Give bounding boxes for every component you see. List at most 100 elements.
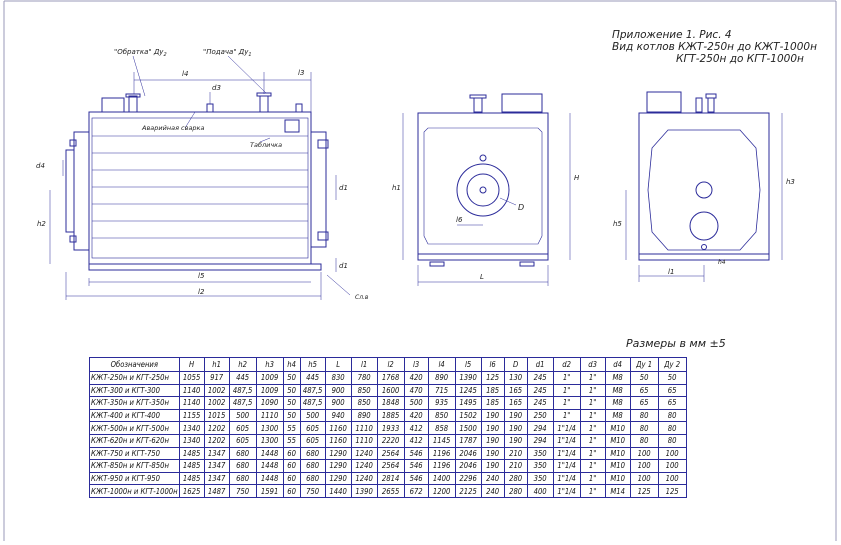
spec-cell: 60 [282,446,301,461]
spec-cell: 1" [579,421,606,435]
spec-header-cell: L [324,357,352,372]
side-view [49,55,351,300]
spec-cell: 100 [629,446,659,461]
spec-cell: 2046 [454,446,482,461]
spec-cell: 2564 [376,446,405,461]
spec-cell: 890 [350,408,378,423]
spec-cell: 680 [299,471,326,486]
spec-cell: 935 [427,396,456,410]
spec-cell: 1" [579,471,606,486]
spec-cell: КЖТ-620н и КГТ-620н [89,433,180,448]
spec-cell: 1090 [255,396,284,410]
spec-header-cell: Обозначения [89,357,180,372]
spec-cell: 100 [629,459,659,473]
spec-cell: 680 [228,446,257,461]
spec-cell: 858 [427,421,456,435]
spec-cell: 130 [503,371,528,385]
spec-cell: 1" [579,371,606,385]
spec-cell: 830 [324,371,352,385]
spec-cell: 715 [427,383,456,398]
spec-cell: 80 [629,421,659,435]
spec-cell: 1009 [255,383,284,398]
spec-cell: 1155 [178,408,205,423]
spec-cell: 100 [629,471,659,486]
spec-cell: 680 [299,459,326,473]
spec-cell: 50 [282,396,301,410]
spec-cell: 1290 [324,459,352,473]
spec-cell: 1768 [376,371,405,385]
spec-header-cell: l3 [403,357,429,372]
spec-header-cell: h4 [282,357,301,372]
spec-cell: 190 [480,433,505,448]
spec-cell: 605 [228,433,257,448]
spec-cell: 605 [299,433,326,448]
spec-cell: 1" [579,484,606,498]
spec-cell: 60 [282,471,301,486]
label-avar: Аварийная сварка [141,124,204,132]
spec-cell: 850 [350,383,378,398]
spec-cell: М10 [604,433,631,448]
spec-cell: 280 [503,471,528,486]
spec-cell: КЖТ-350н и КГТ-350н [89,396,180,410]
spec-cell: 1400 [427,471,456,486]
spec-header-cell: d2 [552,357,581,372]
label-h1: h1 [392,184,401,192]
spec-cell: 1347 [203,446,230,461]
spec-cell: 420 [403,408,429,423]
spec-cell: 1196 [427,459,456,473]
spec-cell: 1"1/4 [552,484,581,498]
spec-cell: 917 [203,371,230,385]
spec-cell: 55 [282,421,301,435]
spec-cell: 1485 [178,446,205,461]
spec-cell: КЖТ-300 и КГТ-300 [89,383,180,398]
spec-cell: 80 [657,421,687,435]
label-h4: h4 [718,259,726,266]
spec-cell: 900 [324,396,352,410]
spec-cell: 445 [299,371,326,385]
spec-cell: 1" [579,446,606,461]
spec-cell: 500 [228,408,257,423]
spec-cell: 50 [657,371,687,385]
spec-cell: 165 [503,383,528,398]
spec-cell: КЖТ-950 и КГТ-950 [89,471,180,486]
label-podacha: "Подача" Ду1 [203,48,252,58]
spec-cell: 2220 [376,433,405,448]
spec-cell: 1500 [454,421,482,435]
spec-cell: 1" [552,396,581,410]
spec-cell: 1245 [454,383,482,398]
spec-cell: 500 [299,408,326,423]
spec-cell: 546 [403,446,429,461]
spec-cell: 210 [503,446,528,461]
spec-cell: КЖТ-400 и КГТ-400 [89,408,180,423]
spec-header-cell: h5 [299,357,326,372]
spec-cell: 1" [552,383,581,398]
label-d1: d1 [339,184,348,192]
spec-cell: 1390 [350,484,378,498]
spec-header-cell: Ду 1 [629,357,659,372]
spec-header-cell: l6 [480,357,505,372]
spec-cell: 1" [579,383,606,398]
spec-cell: 100 [657,459,687,473]
spec-cell: М10 [604,446,631,461]
spec-cell: КЖТ-850н и КГТ-850н [89,459,180,473]
spec-cell: 190 [503,408,528,423]
spec-cell: 80 [629,433,659,448]
spec-cell: 280 [503,484,528,498]
spec-cell: 100 [657,471,687,486]
spec-header-cell: d1 [526,357,554,372]
spec-cell: 190 [480,421,505,435]
spec-cell: 2564 [376,459,405,473]
spec-cell: 1933 [376,421,405,435]
spec-cell: 125 [480,371,505,385]
spec-cell: 65 [629,396,659,410]
spec-cell: 900 [324,383,352,398]
spec-cell: 50 [282,408,301,423]
label-l6: l6 [456,216,463,224]
spec-header-cell: h2 [228,357,257,372]
spec-cell: КЖТ-250н и КГТ-250н [89,371,180,385]
spec-cell: 1002 [203,396,230,410]
spec-cell: 2046 [454,459,482,473]
